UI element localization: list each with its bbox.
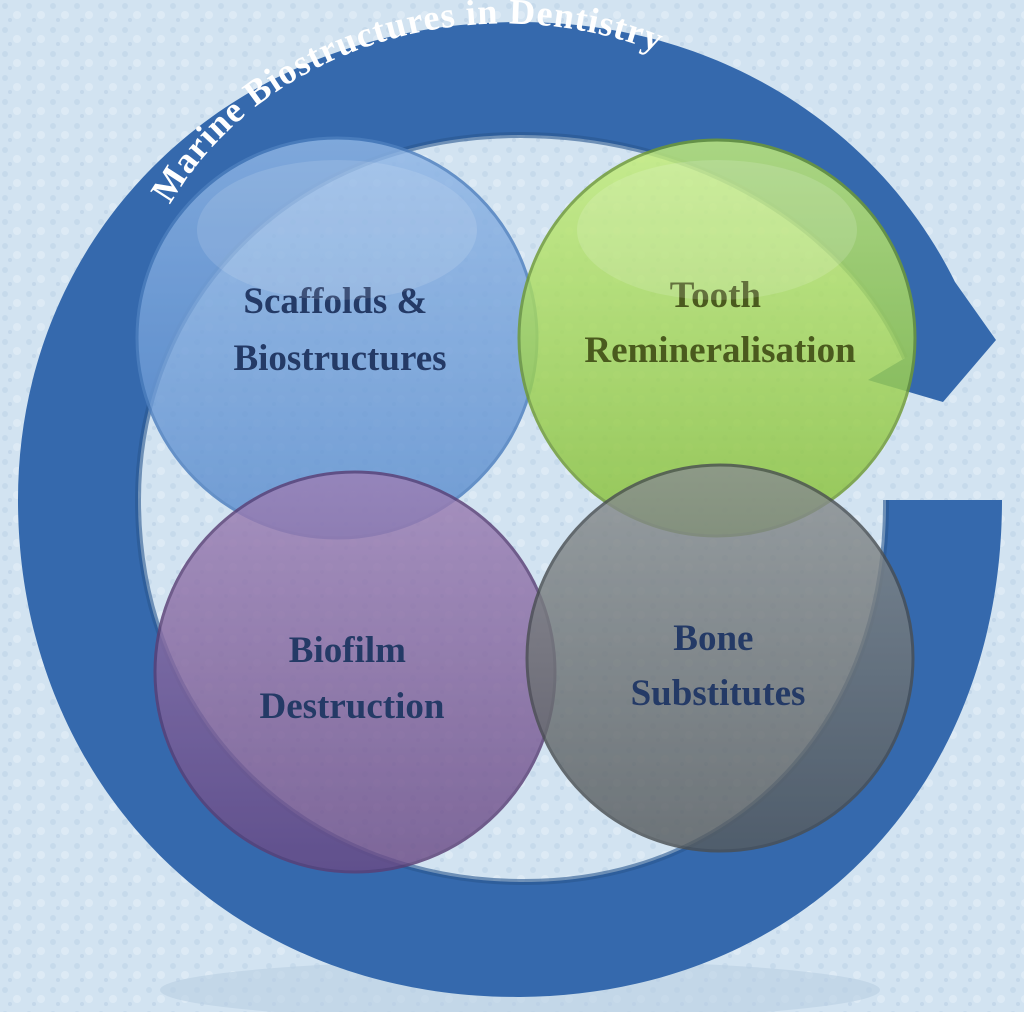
circle-bone-line-1: Bone [673,618,753,659]
circle-scaffolds-line-1: Scaffolds & [243,281,427,322]
circle-biofilm-label: Biofilm Destruction [260,630,445,727]
circle-bone: Bone Substitutes [525,463,915,853]
circle-biofilm: Biofilm Destruction [153,470,557,874]
circle-scaffolds-line-2: Biostructures [233,338,446,379]
circle-tooth-line-2: Remineralisation [584,330,856,371]
circle-tooth-line-1: Tooth [670,275,762,316]
circle-bone-line-2: Substitutes [631,673,806,714]
circle-biofilm-line-2: Destruction [260,686,445,727]
gloss-tooth [577,160,857,300]
circle-bone-label: Bone Substitutes [631,618,806,714]
circle-scaffolds-label: Scaffolds & Biostructures [233,281,446,379]
circle-scaffolds: Scaffolds & Biostructures [135,136,539,540]
gloss-scaffolds [197,160,477,300]
circle-tooth-label: Tooth Remineralisation [584,275,856,371]
circle-biofilm-line-1: Biofilm [289,630,406,671]
